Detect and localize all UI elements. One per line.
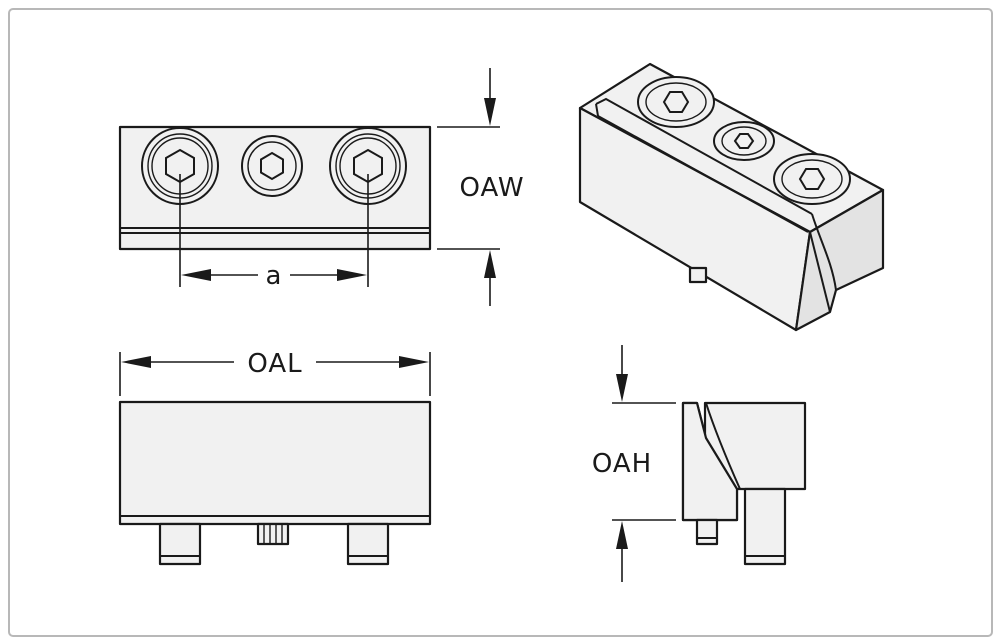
front-view: OAL bbox=[118, 349, 432, 566]
pitch-label: a bbox=[266, 261, 283, 291]
width-dimension: OAW bbox=[437, 68, 524, 306]
front-view-body bbox=[118, 400, 432, 526]
height-label: OAH bbox=[592, 449, 652, 479]
top-view: a OAW bbox=[118, 68, 524, 306]
iso-bolt-head-3-icon bbox=[773, 153, 851, 205]
left-pin bbox=[158, 522, 202, 566]
length-label: OAL bbox=[247, 349, 302, 379]
left-bolt-head-icon bbox=[141, 127, 219, 205]
side-pin bbox=[743, 487, 787, 566]
height-dimension: OAH bbox=[592, 345, 676, 582]
iso-bottom-stud bbox=[688, 266, 708, 284]
middle-screw-head-icon bbox=[241, 135, 303, 197]
right-pin bbox=[346, 522, 390, 566]
length-dimension: OAL bbox=[119, 349, 431, 396]
center-stud bbox=[256, 522, 290, 546]
isometric-view bbox=[578, 62, 885, 332]
side-small-stud bbox=[695, 518, 719, 546]
side-view: OAH bbox=[592, 345, 807, 582]
drawing-frame bbox=[8, 8, 993, 637]
iso-screw-head-2-icon bbox=[713, 121, 775, 161]
pitch-dimension: a bbox=[181, 261, 367, 291]
iso-bolt-head-1-icon bbox=[637, 76, 715, 128]
width-label: OAW bbox=[459, 173, 524, 203]
